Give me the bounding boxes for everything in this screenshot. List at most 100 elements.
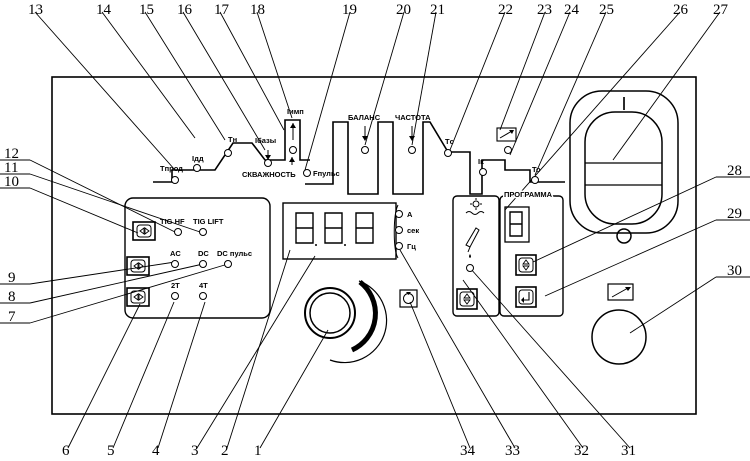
led-remote — [504, 146, 512, 154]
label-tn: Tн — [228, 135, 237, 144]
callout-28: 28 — [727, 163, 742, 179]
label-duty: СКВАЖНОСТЬ — [242, 170, 296, 179]
program-title: ПРОГРАММА — [504, 190, 553, 199]
led-frequency — [408, 146, 416, 154]
label-balance: БАЛАНС — [348, 113, 381, 122]
callout-24: 24 — [564, 2, 580, 18]
callout-18: 18 — [250, 2, 265, 18]
callout-5: 5 — [107, 443, 115, 459]
callout-15: 15 — [139, 2, 154, 18]
unit-indicators: A сек Гц — [393, 204, 419, 259]
label-seconds: сек — [407, 226, 419, 235]
led-to — [531, 176, 539, 184]
label-imp: Iимп — [287, 107, 304, 116]
callout-4: 4 — [152, 443, 160, 459]
cooling-water-icon — [465, 198, 485, 215]
callout-31: 31 — [621, 443, 636, 459]
led-seconds — [395, 226, 403, 234]
power-switch[interactable]: I — [569, 90, 679, 244]
label-2t: 2T — [171, 281, 180, 290]
remote-control-icon — [496, 127, 517, 142]
led-ac — [171, 260, 179, 268]
callout-numbers: 13 14 15 16 17 18 19 20 21 22 23 24 25 2… — [4, 2, 742, 459]
label-tc: Tс — [445, 137, 454, 146]
callout-22: 22 — [498, 2, 513, 18]
program-box — [499, 195, 564, 317]
led-tig-hf — [174, 228, 182, 236]
callout-1: 1 — [254, 443, 262, 459]
callout-33: 33 — [505, 443, 520, 459]
callout-10: 10 — [4, 174, 19, 190]
callout-9: 9 — [8, 270, 16, 286]
mode-buttons — [126, 221, 156, 307]
callout-3: 3 — [191, 443, 199, 459]
callout-16: 16 — [177, 2, 193, 18]
label-dc-pulse: DC пульс — [217, 249, 252, 258]
remote-socket-icon — [607, 283, 634, 301]
callout-32: 32 — [574, 443, 589, 459]
label-tig-hf: TIG HF — [160, 217, 185, 226]
label-4t: 4T — [199, 281, 208, 290]
callout-13: 13 — [28, 2, 43, 18]
callout-12: 12 — [4, 146, 19, 162]
power-on-mark: I — [621, 94, 626, 114]
trigger-mode-button[interactable] — [126, 287, 150, 307]
parameter-select-button[interactable] — [399, 289, 418, 308]
label-hertz: Гц — [407, 242, 416, 251]
callout-14: 14 — [96, 2, 112, 18]
led-hertz — [395, 242, 403, 250]
program-save-button[interactable] — [515, 286, 537, 308]
led-idd — [193, 164, 201, 172]
adjustment-knob[interactable] — [304, 280, 388, 364]
gas-select-button[interactable] — [456, 288, 478, 310]
gas-cooling-box — [452, 195, 500, 317]
parameter-display — [282, 202, 397, 260]
callout-20: 20 — [396, 2, 411, 18]
callout-23: 23 — [537, 2, 552, 18]
mode-leds — [171, 228, 232, 300]
label-ik: Iк — [478, 157, 484, 166]
label-tig-lift: TIG LIFT — [193, 217, 224, 226]
process-select-button[interactable] — [132, 221, 156, 241]
led-ibase — [264, 159, 272, 167]
callout-2: 2 — [221, 443, 229, 459]
label-to: To — [532, 165, 541, 174]
callout-19: 19 — [342, 2, 357, 18]
led-ik — [479, 168, 487, 176]
led-dc-pulse — [224, 260, 232, 268]
remote-control-socket[interactable] — [591, 309, 647, 365]
label-ibase: Iбазы — [255, 136, 276, 145]
led-2t — [171, 292, 179, 300]
led-fpulse — [303, 169, 311, 177]
led-balance — [361, 146, 369, 154]
led-tig-lift — [199, 228, 207, 236]
callout-6: 6 — [62, 443, 70, 459]
callout-21: 21 — [430, 2, 445, 18]
current-type-button[interactable] — [126, 256, 150, 276]
led-tn — [224, 149, 232, 157]
program-select-button[interactable] — [515, 254, 537, 276]
led-imp — [289, 146, 297, 154]
waveform-parameter-leds — [171, 146, 539, 184]
label-dc: DC — [198, 249, 209, 258]
label-ac: AC — [170, 249, 181, 258]
led-amps — [395, 210, 403, 218]
label-amps: A — [407, 210, 413, 219]
callout-25: 25 — [599, 2, 614, 18]
led-tprod — [171, 176, 179, 184]
front-panel-outline — [51, 76, 697, 415]
mode-selection-box — [124, 197, 271, 319]
callout-7: 7 — [8, 309, 16, 325]
led-4t — [199, 292, 207, 300]
callout-34: 34 — [460, 443, 476, 459]
led-tc — [444, 149, 452, 157]
mode-labels: TIG HF TIG LIFT AC DC DC пульс 2T 4T — [160, 217, 252, 290]
waveform-labels: Tпрод Iдд Tн Iбазы Iимп СКВАЖНОСТЬ Fпуль… — [160, 107, 541, 179]
torch-icon — [465, 227, 480, 258]
callout-17: 17 — [214, 2, 230, 18]
callout-29: 29 — [727, 206, 742, 222]
callout-11: 11 — [4, 160, 18, 176]
led-gas-test — [466, 264, 474, 272]
callout-30: 30 — [727, 263, 742, 279]
label-tprod: Tпрод — [160, 164, 183, 173]
